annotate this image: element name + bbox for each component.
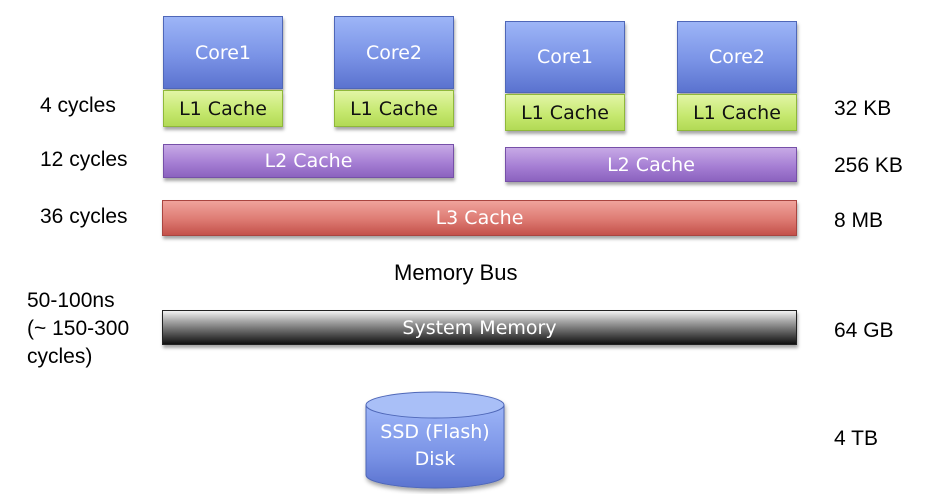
l2-cache-box-group2: L2 Cache [505,147,797,182]
l1-cache-box-group2-core2: L1 Cache [677,94,797,131]
core-label: Core2 [365,41,423,64]
latency-l2: 12 cycles [40,148,128,171]
memory-bus-label: Memory Bus [394,260,518,285]
l3-cache-label: L3 Cache [435,207,524,229]
system-memory-label: System Memory [402,316,557,339]
size-memory: 64 GB [834,319,894,342]
disk-label: SSD (Flash) Disk [360,419,510,472]
size-l3: 8 MB [834,209,884,232]
core-label: Core1 [536,46,594,68]
core-box-group2-core2: Core2 [677,21,797,93]
size-disk: 4 TB [834,427,878,450]
disk-label-line1: SSD (Flash) [380,421,490,443]
l1-cache-box-group1-core1: L1 Cache [163,90,283,127]
size-l2: 256 KB [834,154,903,177]
latency-memory-line1: 50-100ns [27,289,115,312]
l1-cache-label: L1 Cache [179,97,267,120]
l2-cache-label: L2 Cache [607,153,695,176]
disk-label-line2: Disk [414,447,456,470]
latency-memory-line2: (~ 150-300 [27,317,130,340]
l2-cache-box-group1: L2 Cache [163,144,454,178]
l3-cache-box: L3 Cache [162,200,797,236]
system-memory-box: System Memory [162,310,797,345]
core-label: Core1 [194,41,252,64]
l1-cache-label: L1 Cache [350,97,438,120]
l1-cache-label: L1 Cache [521,101,609,124]
core-label: Core2 [708,46,766,68]
l1-cache-box-group1-core2: L1 Cache [334,90,454,127]
core-box-group2-core1: Core1 [505,21,625,93]
size-l1: 32 KB [834,97,892,120]
latency-l1: 4 cycles [40,94,116,117]
latency-memory-line3: cycles) [27,345,93,368]
core-box-group1-core2: Core2 [334,16,454,89]
latency-memory: 50-100ns (~ 150-300 cycles) [27,287,129,371]
l1-cache-box-group2-core1: L1 Cache [505,94,625,131]
disk-cylinder-icon [365,391,505,489]
latency-l3: 36 cycles [40,205,128,228]
core-box-group1-core1: Core1 [163,16,283,89]
l1-cache-label: L1 Cache [693,101,781,124]
l2-cache-label: L2 Cache [264,150,353,172]
